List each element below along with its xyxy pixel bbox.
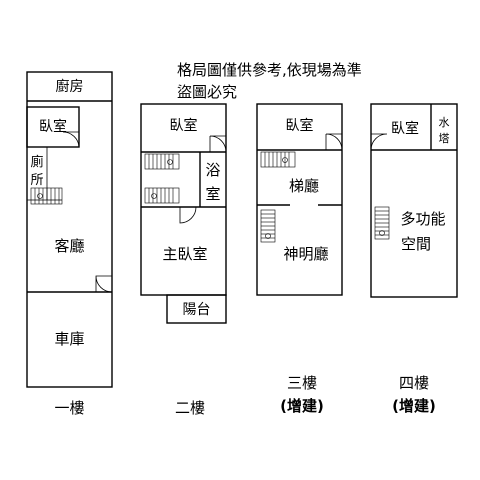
multi-purpose-label-1: 多功能 (400, 210, 445, 228)
balcony-label: 陽台 (183, 302, 211, 318)
living-room-label: 客廳 (54, 237, 84, 255)
floor-1-plan: 廚房 臥室 廁 所 客廳 車庫 一樓 (26, 71, 113, 417)
floor-4-outline (370, 103, 458, 298)
floor-4-plan: 臥室 水 塔 多功能 空間 四樓 (增建) (370, 103, 458, 415)
balcony-walls (166, 294, 227, 324)
floor-2-bedroom-door (209, 135, 227, 153)
floor-3-label: 三樓 (287, 374, 317, 392)
floor-3-note: (增建) (280, 397, 324, 415)
master-bedroom-label: 主臥室 (162, 245, 207, 263)
floor-1-bedroom-walls (26, 106, 80, 148)
floor-3-plan: 臥室 梯廳 神明廳 三樓 (增建) (256, 103, 343, 415)
floor-4-stairs (374, 206, 390, 240)
floor-3-bedroom-door (325, 133, 343, 151)
floor-4-note: (增建) (392, 397, 436, 415)
bathroom-label-2: 室 (205, 185, 220, 203)
floor-2-stairs (144, 153, 180, 204)
floor-2-plan: 臥室 浴 室 主臥室 陽台 二樓 (140, 103, 227, 417)
floor-4-bedroom-door (370, 133, 388, 151)
master-bedroom-door (179, 206, 197, 224)
garage-label: 車庫 (54, 330, 84, 348)
toilet-label-1: 廁 (30, 154, 43, 170)
floor-3-bedroom-label: 臥室 (286, 117, 314, 134)
floor-3-outline (256, 103, 343, 296)
living-door (95, 275, 113, 293)
floor-1-bedroom-label: 臥室 (39, 118, 67, 135)
stair-hall-label: 梯廳 (289, 177, 319, 195)
floor-3-stairs (260, 151, 296, 243)
floor-2-label: 二樓 (175, 399, 205, 417)
notice-line-2: 盜圖必究 (177, 83, 237, 101)
floor-1-label: 一樓 (54, 399, 84, 417)
floor-4-bedroom-label: 臥室 (391, 120, 419, 137)
floor-1-bedroom-door (62, 131, 80, 148)
notice-line-1: 格局圖僅供參考,依現場為準 (177, 61, 362, 79)
floor-2-bedroom-label: 臥室 (170, 117, 198, 134)
bathroom-label-1: 浴 (205, 161, 220, 179)
multi-purpose-label-2: 空間 (401, 235, 431, 253)
kitchen-label: 廚房 (56, 78, 84, 95)
water-tower-label-2: 塔 (439, 132, 450, 145)
floor-1-stairs (30, 187, 63, 205)
toilet-label-2: 所 (30, 173, 43, 188)
shrine-room-label: 神明廳 (283, 245, 328, 263)
floor-4-label: 四樓 (399, 374, 429, 392)
floor-1-outline (26, 71, 113, 388)
water-tower-label-1: 水 (439, 116, 450, 129)
